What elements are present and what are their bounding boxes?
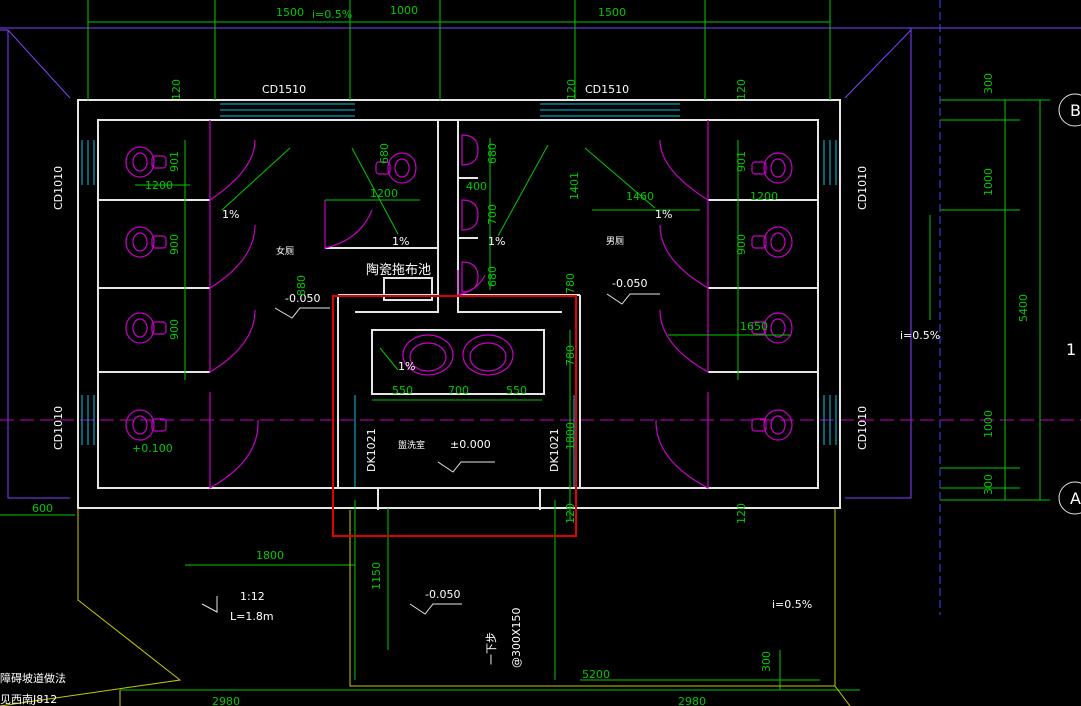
dim-left-900a: 900 [168,234,181,255]
dim-bottom-2980b: 2980 [678,695,706,706]
squat-toilets [125,146,793,441]
dim-top-1000: 1000 [390,4,418,17]
ramp-length: L=1.8m [230,610,274,623]
dim-basin-550b: 550 [506,384,527,397]
door-label-right: DK1021 [548,428,561,472]
room-label-female: 女厕 [276,245,294,257]
dim-right-1460: 1460 [626,190,654,203]
dim-top-120a: 120 [170,79,183,100]
dim-top-120b: 120 [565,79,578,100]
slope-mid-left: 1% [392,235,409,248]
axis-tag-a: A [1070,489,1081,508]
dim-bottom-300: 300 [760,651,773,672]
dim-right-1650: 1650 [740,320,768,333]
dim-lobby-120a: 120 [564,503,577,524]
note-ramp-ref: 见西南J812 [0,693,57,706]
dim-lobby-120b: 120 [735,503,748,524]
dim-right-901: 901 [735,151,748,172]
ramp-slope: 1:12 [240,590,265,603]
dim-basin-550a: 550 [392,384,413,397]
window-label-top-left: CD1510 [262,83,306,96]
slope-bottom-right: i=0.5% [772,598,812,611]
dim-lobby-780b: 780 [564,345,577,366]
dim-right-900: 900 [735,234,748,255]
dim-top-1500a: 1500 [276,6,304,19]
dim-bottom-5200: 5200 [582,668,610,681]
dim-bottom-600: 600 [32,502,53,515]
dim-right-1000b: 1000 [982,410,995,438]
dim-right-1401: 1401 [568,172,581,200]
axis-tag-b: B [1070,101,1081,120]
top-windows [81,103,837,488]
dim-right-1000a: 1000 [982,168,995,196]
highlight-box [332,295,577,537]
level-outside: -0.050 [425,588,460,601]
dim-top-1500b: 1500 [598,6,626,19]
step-text: 一下步 [485,632,498,665]
dim-bottom-1150: 1150 [370,562,383,590]
dim-mid-880: 880 [295,275,308,296]
dim-basin-700: 700 [448,384,469,397]
dim-left-901: 901 [168,151,181,172]
axis-bubble-a [1058,481,1081,515]
level-lobby: ±0.000 [450,438,491,451]
dim-mid-1200: 1200 [370,187,398,200]
slope-female: 1% [222,208,239,221]
dim-squat-level: +0.100 [132,442,173,455]
slope-male: 1% [655,208,672,221]
right-axis-numeral: 1 [1066,340,1076,359]
window-label-top-right: CD1510 [585,83,629,96]
dim-left-900b: 900 [168,319,181,340]
roof-outline [0,27,1081,499]
dim-right-1200: 1200 [750,190,778,203]
dim-right-300a: 300 [982,73,995,94]
partitions [98,120,818,510]
dim-top-slope: i=0.5% [312,8,352,21]
level-female: -0.050 [285,292,320,305]
room-label-male: 男厕 [606,236,624,247]
dimension-lines [0,0,1050,691]
note-ramp-method: 障碍坡道做法 [0,671,66,685]
dim-center-680b: 680 [486,266,499,287]
window-label-left-lower: CD1010 [52,406,65,450]
window-label-left-upper: CD1010 [52,166,65,210]
door-swings [209,120,709,490]
dim-right-5400: 5400 [1017,294,1030,322]
wash-basins [402,334,514,376]
room-label-lobby: 盥洗室 [398,439,425,451]
dim-center-680: 680 [486,143,499,164]
window-label-right-lower: CD1010 [856,406,869,450]
axis-bubble-b [1058,93,1081,127]
dim-lobby-780a: 780 [564,273,577,294]
step-size: @300X150 [510,607,523,668]
window-label-right-upper: CD1010 [856,166,869,210]
room-label-mop-pool: 陶瓷拖布池 [366,262,431,278]
slope-arrows [221,144,931,371]
slope-mid-right: 1% [488,235,505,248]
slope-right-side: i=0.5% [900,329,940,342]
dim-bottom-2980a: 2980 [212,695,240,706]
dim-lobby-1800: 1800 [564,422,577,450]
dim-bottom-1800: 1800 [256,549,284,562]
slope-lobby: 1% [398,360,415,373]
dim-center-700: 700 [486,204,499,225]
level-symbols [201,293,660,615]
steps-outline [0,508,851,706]
dim-top-120c: 120 [735,79,748,100]
door-label-left: DK1021 [365,428,378,472]
dim-mid-680a: 680 [378,143,391,164]
dim-right-300b: 300 [982,474,995,495]
urinals [461,134,479,293]
dim-center-400: 400 [466,180,487,193]
dim-left-1200: 1200 [145,179,173,192]
level-male: -0.050 [612,277,647,290]
